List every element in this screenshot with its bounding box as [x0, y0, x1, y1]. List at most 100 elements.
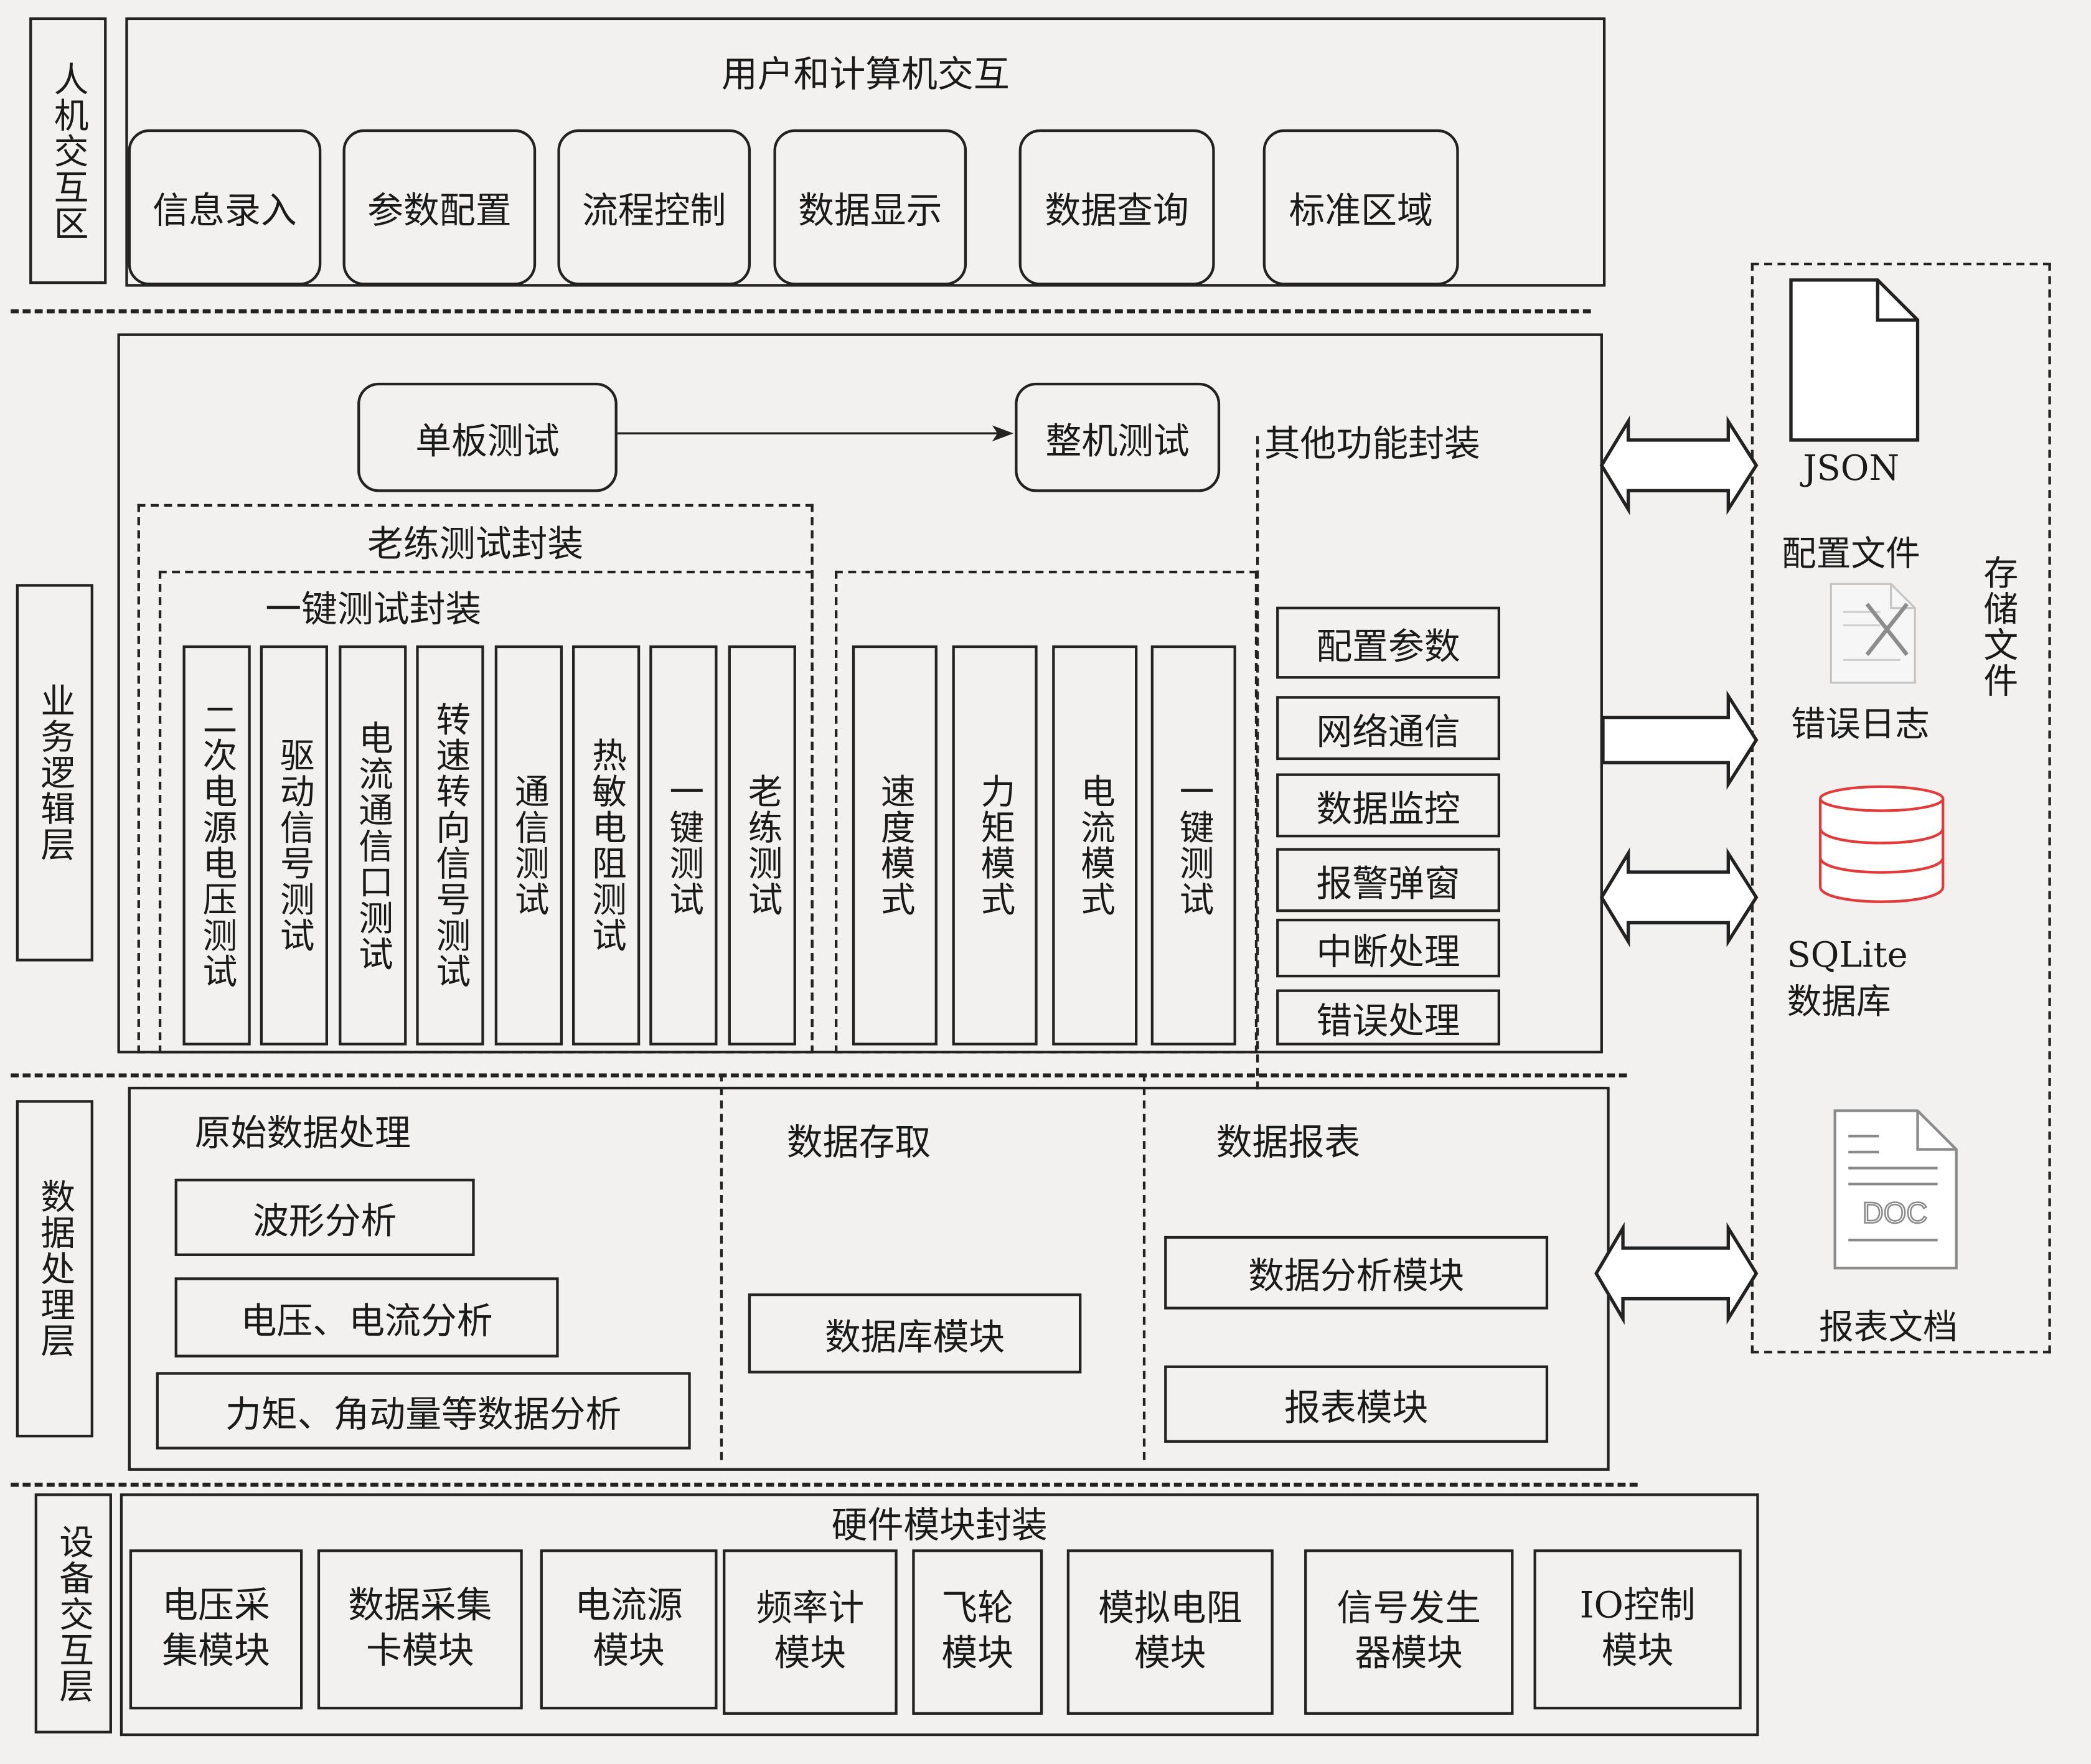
device-panel: [120, 1493, 1759, 1737]
device-layer-label-box: 设备交互层: [34, 1493, 112, 1734]
arrow-business-errlog: [1601, 690, 1759, 790]
legacy-test-package-title: 老练测试封装: [367, 523, 584, 565]
item-label: 转速转向信号测试: [430, 701, 471, 990]
json-label: JSON: [1803, 449, 1900, 490]
hci-panel: [125, 17, 1606, 287]
data-report-title: 数据报表: [1216, 1122, 1361, 1165]
config-file-label: 配置文件: [1782, 535, 1920, 575]
hci-title: 用户和计算机交互: [721, 54, 1010, 96]
voltage-current-analysis[interactable]: 电压、电流分析: [174, 1277, 559, 1358]
hw-simulated-resistor[interactable]: 模拟电阻 模块: [1066, 1549, 1274, 1715]
torque-analysis[interactable]: 力矩、角动量等数据分析: [156, 1372, 691, 1450]
func-alarm-popup[interactable]: 报警弹窗: [1276, 848, 1500, 912]
mode-torque[interactable]: 力矩模式: [952, 645, 1038, 1046]
layer-divider-3: [11, 1483, 1638, 1487]
item-label: 老练测试: [742, 773, 782, 917]
data-analysis-module[interactable]: 数据分析模块: [1164, 1236, 1549, 1310]
other-functions-divider: [1256, 436, 1259, 1090]
item-label: 一键测试: [663, 773, 704, 917]
item-thermistor-test[interactable]: 热敏电阻测试: [572, 645, 641, 1046]
data-panel-divider-2: [1142, 1073, 1146, 1460]
item-burnin-test[interactable]: 老练测试: [728, 645, 796, 1046]
storage-label-box: 存储文件: [1968, 527, 2027, 726]
onekey-test-package-title: 一键测试封装: [265, 589, 482, 631]
item-communication-test[interactable]: 通信测试: [494, 645, 563, 1046]
raw-data-title: 原始数据处理: [194, 1113, 411, 1155]
mode-current[interactable]: 电流模式: [1052, 645, 1138, 1046]
btn-data-query[interactable]: 数据查询: [1018, 129, 1215, 286]
business-layer-label: 业务逻辑层: [34, 682, 75, 863]
btn-flow-control[interactable]: 流程控制: [557, 129, 751, 286]
func-network-comm[interactable]: 网络通信: [1276, 696, 1500, 761]
sqlite-label-line2: 数据库: [1787, 983, 1891, 1023]
data-panel-divider-1: [720, 1073, 723, 1460]
hw-daq-card[interactable]: 数据采集 卡模块: [317, 1549, 523, 1710]
business-layer-label-box: 业务逻辑层: [16, 584, 93, 962]
btn-info-entry[interactable]: 信息录入: [128, 129, 322, 286]
hw-frequency-counter[interactable]: 频率计 模块: [723, 1549, 898, 1715]
item-secondary-power-test[interactable]: 二次电源电压测试: [182, 645, 251, 1046]
database-module[interactable]: 数据库模块: [748, 1293, 1082, 1374]
whole-machine-package: [835, 570, 1258, 1054]
error-log-icon: [1830, 583, 1916, 684]
arrow-data-report: [1594, 1222, 1759, 1325]
mode-label: 力矩模式: [974, 773, 1015, 917]
func-interrupt[interactable]: 中断处理: [1276, 918, 1500, 978]
hw-voltage-acq[interactable]: 电压采 集模块: [129, 1549, 303, 1710]
hardware-package-title: 硬件模块封装: [831, 1504, 1048, 1546]
item-speed-direction-signal-test[interactable]: 转速转向信号测试: [416, 645, 484, 1046]
error-log-label: 错误日志: [1791, 705, 1930, 746]
arrow-business-json: [1599, 415, 1759, 515]
report-module[interactable]: 报表模块: [1164, 1365, 1549, 1443]
btn-param-config[interactable]: 参数配置: [342, 129, 537, 286]
data-layer-label: 数据处理层: [34, 1178, 75, 1359]
json-file-icon: [1789, 278, 1920, 442]
item-label: 通信测试: [509, 773, 549, 917]
btn-standard-area[interactable]: 标准区域: [1262, 129, 1459, 286]
arrow-business-sqlite: [1599, 847, 1759, 947]
storage-panel: [1750, 263, 2051, 1354]
sqlite-label-line1: SQLite: [1787, 936, 1908, 977]
btn-data-display[interactable]: 数据显示: [773, 129, 967, 286]
mode-label: 电流模式: [1074, 773, 1115, 917]
sqlite-label: SQLite 数据库: [1787, 934, 1908, 1027]
whole-machine-test[interactable]: 整机测试: [1015, 382, 1221, 492]
func-data-monitor[interactable]: 数据监控: [1276, 773, 1500, 838]
hw-signal-generator[interactable]: 信号发生 器模块: [1304, 1549, 1514, 1715]
other-functions-title: 其他功能封装: [1264, 424, 1480, 466]
item-label: 驱动信号测试: [274, 737, 314, 954]
waveform-analysis[interactable]: 波形分析: [174, 1178, 475, 1256]
device-layer-label: 设备交互层: [53, 1523, 93, 1704]
item-label: 热敏电阻测试: [586, 737, 626, 954]
func-config-params[interactable]: 配置参数: [1276, 606, 1500, 679]
hw-current-source[interactable]: 电流源 模块: [540, 1549, 718, 1710]
layer-divider-1: [11, 309, 1591, 314]
storage-label: 存储文件: [1977, 555, 2018, 699]
onekey-test-package: [158, 570, 814, 1054]
item-current-comm-port-test[interactable]: 电流通信口测试: [339, 645, 407, 1046]
mode-label: 速度模式: [875, 773, 915, 917]
item-drive-signal-test[interactable]: 驱动信号测试: [260, 645, 328, 1046]
data-layer-label-box: 数据处理层: [16, 1100, 93, 1438]
mode-speed[interactable]: 速度模式: [852, 645, 937, 1046]
hci-layer-label: 人机交互区: [48, 60, 88, 241]
sqlite-database-icon: [1818, 785, 1945, 903]
mode-label: 一键测试: [1173, 773, 1214, 917]
item-onekey-test[interactable]: 一键测试: [649, 645, 718, 1046]
func-error-handling[interactable]: 错误处理: [1276, 989, 1500, 1046]
doc-file-icon: DOC: [1833, 1109, 1958, 1270]
report-doc-label: 报表文档: [1818, 1308, 1958, 1348]
hci-layer-label-box: 人机交互区: [29, 17, 107, 284]
doc-badge: DOC: [1863, 1196, 1928, 1229]
layer-divider-2: [11, 1073, 1627, 1077]
hw-flywheel[interactable]: 飞轮 模块: [912, 1549, 1043, 1715]
mode-onekey[interactable]: 一键测试: [1150, 645, 1236, 1046]
single-board-test[interactable]: 单板测试: [357, 382, 618, 492]
hw-io-control[interactable]: IO控制 模块: [1533, 1549, 1742, 1710]
item-label: 二次电源电压测试: [196, 701, 237, 990]
item-label: 电流通信口测试: [352, 719, 393, 972]
data-access-title: 数据存取: [786, 1122, 931, 1165]
